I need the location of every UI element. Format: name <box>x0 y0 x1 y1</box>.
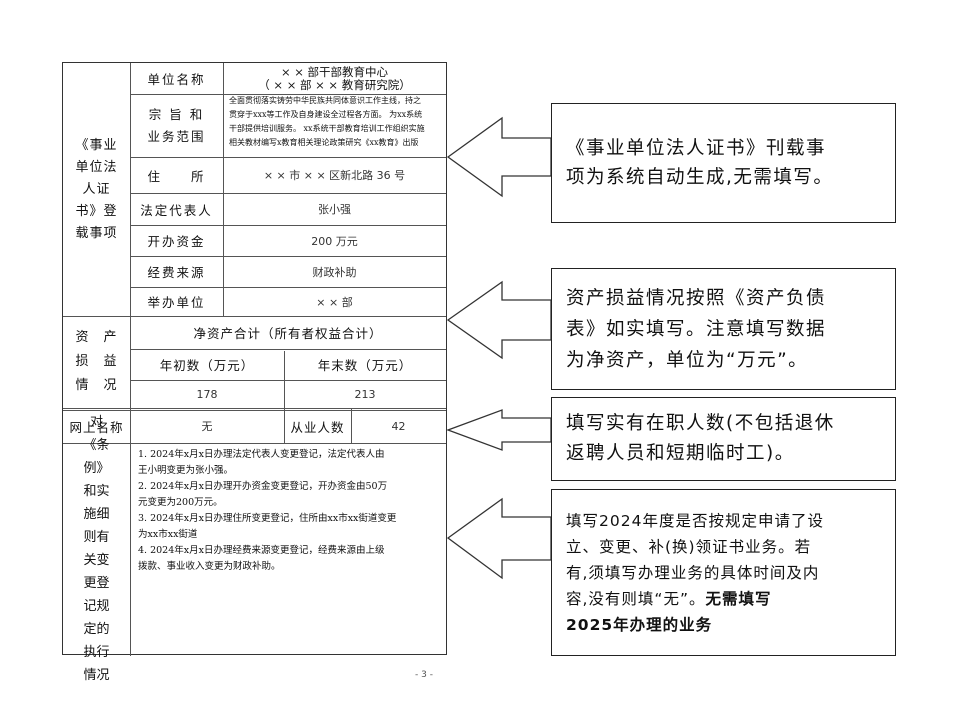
callout-line: 项为系统自动生成,无需填写。 <box>566 167 834 188</box>
callout-line: 填写实有在职人数(不包括退休 <box>566 413 835 434</box>
callout-registration: 填写2024年度是否按规定申请了设 立、变更、补(换)领证书业务。若 有,须填写… <box>551 489 896 656</box>
change-record-line: 王小明变更为张小强。 <box>138 465 234 476</box>
funding-label: 经费来源 <box>147 265 206 280</box>
left-arrow-icon <box>446 280 552 360</box>
callout-staff: 填写实有在职人数(不包括退休 返聘人员和短期临时工)。 <box>551 397 896 481</box>
change-record-line: 3. 2024年x月x日办理住所变更登记，住所由xx市xx街道变更 <box>138 513 397 524</box>
end-of-year-label: 年末数（万元） <box>317 358 413 373</box>
divider <box>223 63 224 316</box>
end-of-year-value: 213 <box>354 387 376 401</box>
callout-line: 表》如实填写。注意填写数据 <box>566 318 827 340</box>
purpose-line: 相关教材编写x教育相关理论政策研究《xx教育》出版 <box>229 138 419 147</box>
purpose-line: 干部提供培训服务。 xx系统干部教育培训工作组织实施 <box>229 124 425 133</box>
callout-line: 立、变更、补(换)领证书业务。若 <box>566 537 812 556</box>
purpose-value: 全面贯彻落实铸劳中华民族共同体意识工作主线，持之 贯穿于xxx等工作及自身建设全… <box>223 94 446 157</box>
registration-form: 《事业单位法人证书》登载事项 单位名称 × × 部干部教育中心 （ × × 部 … <box>62 62 447 683</box>
change-record-line: 2. 2024年x月x日办理开办资金变更登记，开办资金由50万 <box>138 481 388 492</box>
purpose-label-line2: 业务范围 <box>147 128 206 144</box>
begin-of-year-value: 178 <box>196 387 218 401</box>
capital-value: 200 万元 <box>311 234 358 248</box>
callout-bold-text: 无需填写 <box>705 589 772 608</box>
callout-line: 有,须填写办理业务的具体时间及内 <box>566 563 820 582</box>
legal-rep-label: 法定代表人 <box>140 202 213 218</box>
unit-name-value: × × 部干部教育中心 （ × × 部 × × 教育研究院） <box>223 63 446 94</box>
callout-assets: 资产损益情况按照《资产负债 表》如实填写。注意填写数据 为净资产，单位为“万元”… <box>551 268 896 390</box>
address-label: 住 所 <box>147 168 206 184</box>
callout-line: 返聘人员和短期临时工)。 <box>566 443 795 464</box>
callout-line: 容,没有则填“无”。 <box>566 589 706 608</box>
unit-name-line1: × × 部干部教育中心 <box>280 64 389 79</box>
funding-value: 财政补助 <box>312 265 357 279</box>
legal-rep-value: 张小强 <box>318 203 351 216</box>
callout-line: 《事业单位法人证书》刊载事 <box>566 138 827 159</box>
callout-line: 填写2024年度是否按规定申请了设 <box>566 511 824 530</box>
divider <box>284 409 285 443</box>
change-record-line: 1. 2024年x月x日办理法定代表人变更登记，法定代表人由 <box>138 449 385 460</box>
purpose-line: 全面贯彻落实铸劳中华民族共同体意识工作主线，持之 <box>229 96 421 105</box>
callout-line: 为净资产，单位为“万元”。 <box>566 349 809 371</box>
divider <box>130 316 131 409</box>
change-record-line: 元变更为200万元。 <box>138 497 223 508</box>
assets-section-label: 资 产损 益情 况 <box>75 330 118 393</box>
sponsor-value: × × 部 <box>316 295 353 309</box>
unit-name-line2: （ × × 部 × × 教育研究院） <box>258 77 411 92</box>
change-record-line: 4. 2024年x月x日办理经费来源变更登记，经费来源由上级 <box>138 545 385 556</box>
unit-name-label: 单位名称 <box>147 72 206 87</box>
begin-of-year-label: 年初数（万元） <box>159 358 255 373</box>
left-arrow-icon <box>446 116 552 198</box>
staff-count-value: 42 <box>391 419 406 433</box>
divider <box>130 63 131 316</box>
callout-line-mixed: 容,没有则填“无”。无需填写 <box>566 586 772 612</box>
purpose-line: 贯穿于xxx等工作及自身建设全过程各方面。 为xx系统 <box>229 110 423 119</box>
address-value: × × 市 × × 区新北路 36 号 <box>263 169 406 182</box>
web-name-value: 无 <box>201 420 213 433</box>
left-arrow-icon <box>446 409 552 451</box>
sponsor-label: 举办单位 <box>147 295 206 310</box>
callout-line: 资产损益情况按照《资产负债 <box>566 287 827 309</box>
change-record-line: 拨款、事业收入变更为财政补助。 <box>138 561 281 572</box>
divider <box>130 409 131 656</box>
page-number: - 3 - <box>415 670 433 680</box>
change-record-line: 为xx市xx街道 <box>138 529 198 540</box>
callout-bold-text: 2025年办理的业务 <box>566 615 713 634</box>
net-assets-header: 净资产合计（所有者权益合计） <box>193 326 383 341</box>
certificate-section-label: 《事业单位法人证书》登载事项 <box>75 137 118 241</box>
staff-count-label: 从业人数 <box>290 419 345 435</box>
capital-label: 开办资金 <box>147 234 206 249</box>
web-name-label: 网上名称 <box>69 419 124 435</box>
callout-certificate: 《事业单位法人证书》刊载事 项为系统自动生成,无需填写。 <box>551 103 896 223</box>
divider <box>351 409 352 443</box>
purpose-label-line1: 宗 旨 和 <box>148 106 205 122</box>
purpose-label: 宗 旨 和 业务范围 <box>130 94 223 157</box>
change-records: 1. 2024年x月x日办理法定代表人变更登记，法定代表人由 王小明变更为张小强… <box>130 443 446 654</box>
left-arrow-icon <box>446 497 552 580</box>
